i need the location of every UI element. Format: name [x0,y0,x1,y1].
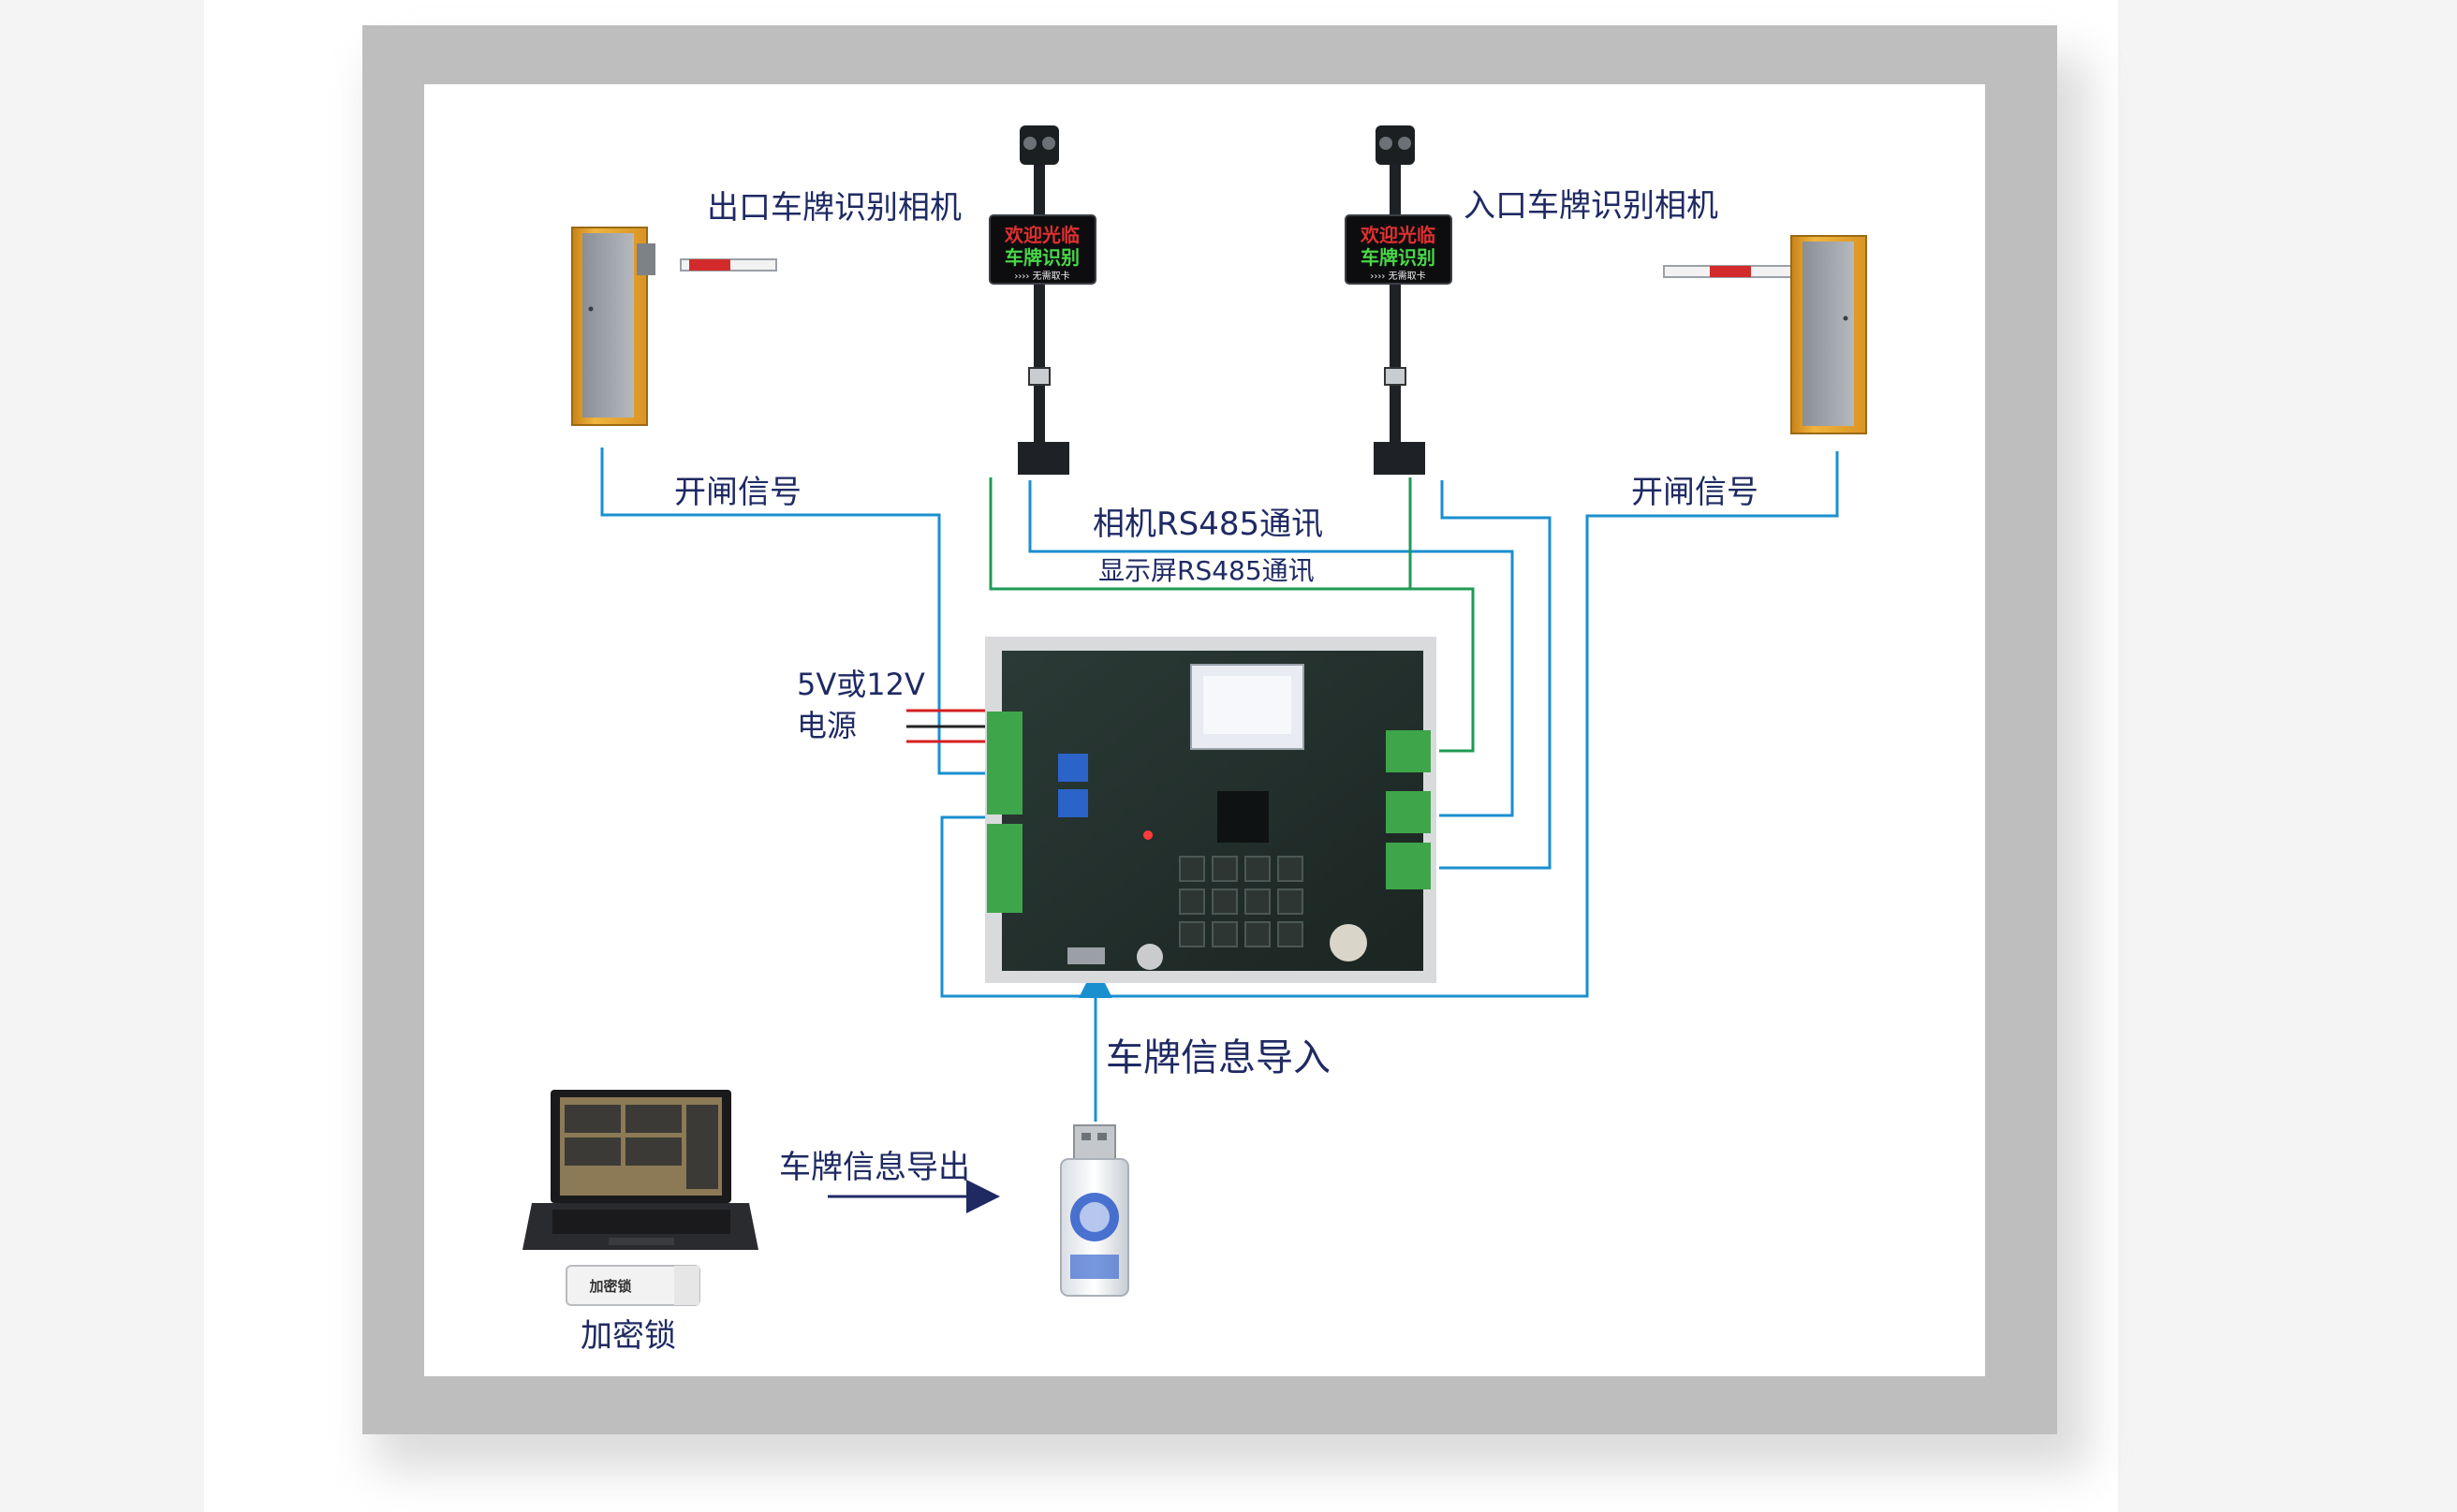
labels: 出口车牌识别相机 入口车牌识别相机 开闸信号 开闸信号 相机RS485通讯 显示… [581,187,1758,1355]
wire-right-gate-signal [940,451,1839,998]
dongle-tag-text: 加密锁 [588,1278,631,1295]
right-margin-band [2118,0,2457,1512]
left-margin-band [0,0,204,1512]
label-plate-import: 车牌信息导入 [1106,1036,1331,1079]
label-exit-camera: 出口车牌识别相机 [707,189,962,227]
lpr-camera-pole-icon: 欢迎光临 车牌识别 ›››› 无需取卡 [1345,125,1452,475]
label-plate-export: 车牌信息导出 [779,1149,970,1186]
label-camera-rs485: 相机RS485通讯 [1093,506,1323,543]
label-gate-signal-right: 开闸信号 [1631,474,1758,511]
usb-dongle-icon: 加密锁 [566,1265,700,1306]
label-gate-signal-left: 开闸信号 [674,474,802,511]
usb-drive-icon [1060,1124,1129,1297]
laptop-icon [522,1090,758,1250]
camera-display-line2: 车牌识别 [1005,246,1080,269]
camera-display-line3: ›››› 无需取卡 [1014,270,1069,282]
label-power: 电源 [797,708,857,743]
lpr-camera-pole-icon: 欢迎光临 车牌识别 ›››› 无需取卡 [989,125,1096,475]
barrier-gate-icon [1663,235,1867,434]
wire-entry-camera-rs485 [1439,480,1552,870]
label-entry-camera: 入口车牌识别相机 [1464,187,1718,225]
camera-display-line1: 欢迎光临 [1360,224,1435,246]
wire-left-gate-signal [600,448,985,775]
camera-display-line1: 欢迎光临 [1004,224,1080,246]
wires [600,448,1839,1213]
label-dongle: 加密锁 [581,1317,676,1355]
label-display-rs485: 显示屏RS485通讯 [1098,555,1315,586]
controller-board-icon [985,637,1436,983]
barrier-gate-icon [571,227,777,426]
wire-exit-camera-rs485 [1028,480,1514,817]
camera-display-line3: ›››› 无需取卡 [1370,270,1425,282]
camera-display-line2: 车牌识别 [1361,246,1435,269]
label-power-voltage: 5V或12V [797,667,925,702]
wire-display-rs485 [989,477,1475,753]
